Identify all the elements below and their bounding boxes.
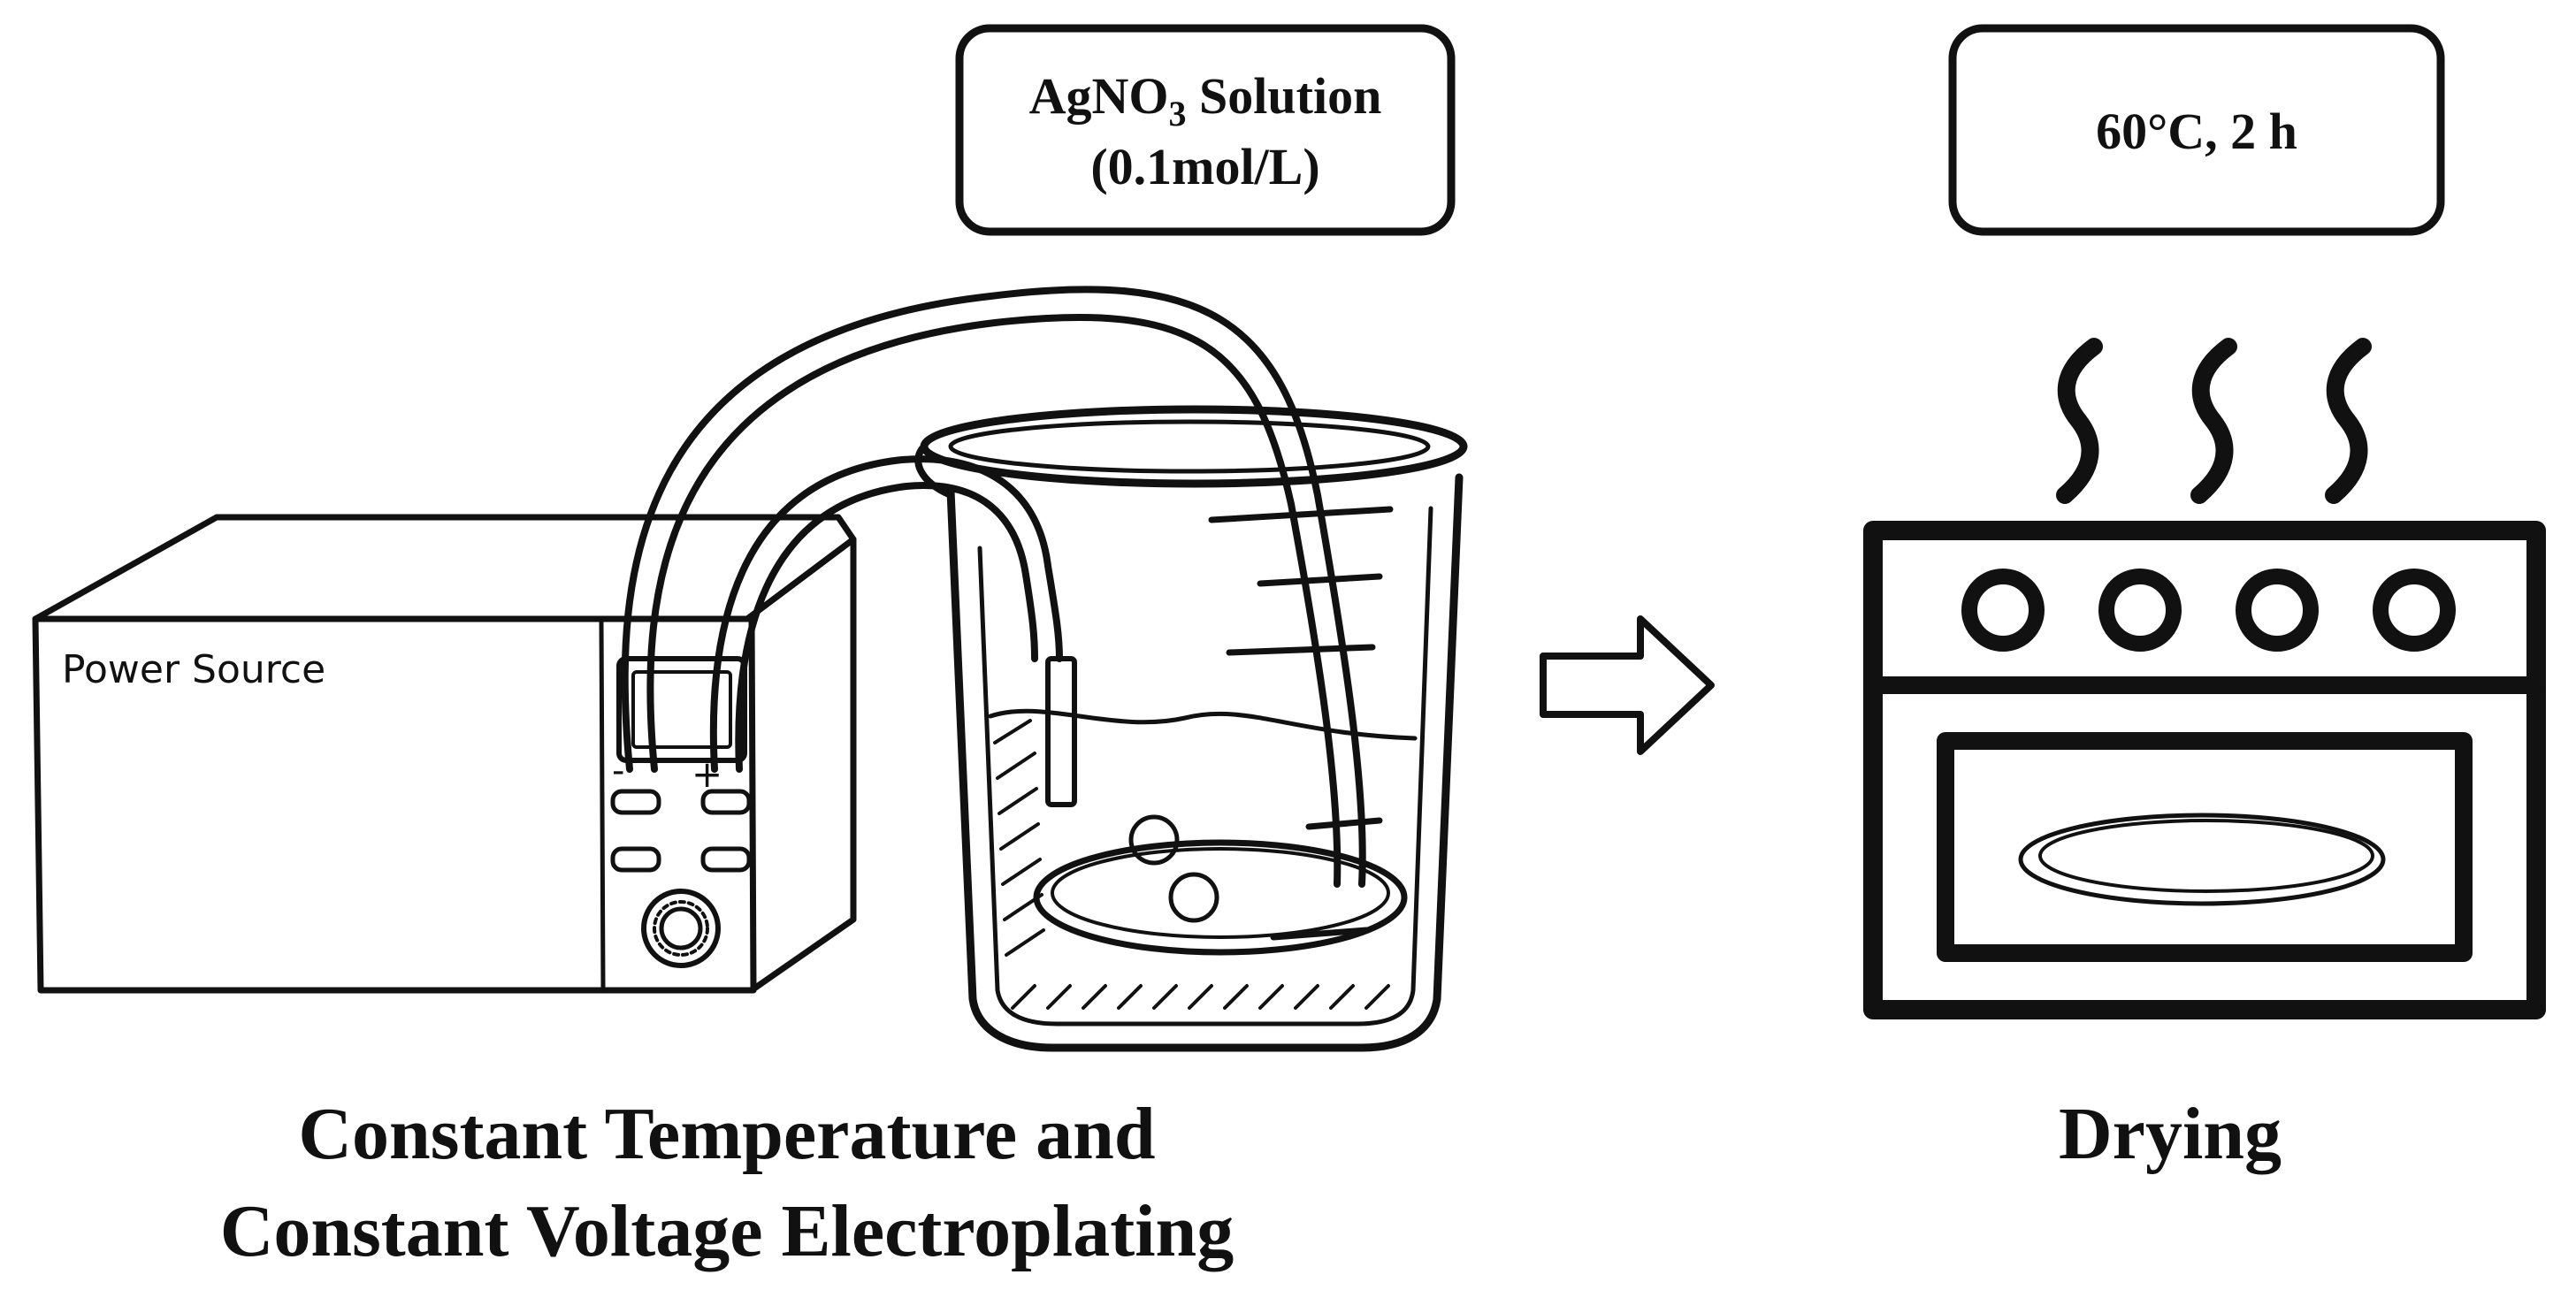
oven-knob-1 xyxy=(1961,569,2045,652)
plus-terminal-button xyxy=(700,789,752,815)
heat-waves-icon xyxy=(2056,338,2372,504)
control-button-right xyxy=(700,846,752,873)
drying-condition-label: 60°C, 2 h xyxy=(2096,103,2297,160)
power-source-display xyxy=(616,656,747,763)
electroplating-caption-line1: Constant Temperature and xyxy=(298,1093,1155,1175)
oven-knob-3 xyxy=(2236,569,2319,652)
oven-knob-4 xyxy=(2373,569,2456,652)
power-source-icon xyxy=(32,514,857,994)
control-button-left xyxy=(610,846,661,873)
minus-terminal-label: - xyxy=(612,751,624,791)
oven-sample-dish xyxy=(2018,813,2386,906)
drying-label-box xyxy=(1948,24,2445,236)
solution-label-line1: AgNO3 Solution xyxy=(1029,67,1382,134)
oven-icon xyxy=(1863,521,2546,1019)
minus-terminal-button xyxy=(610,789,661,815)
electroplating-caption-line2: Constant Voltage Electroplating xyxy=(220,1190,1234,1272)
power-source-label: Power Source xyxy=(62,647,325,692)
beaker-icon xyxy=(914,405,1468,1052)
oven-knob-2 xyxy=(2098,569,2182,652)
process-arrow-icon xyxy=(1540,615,1715,755)
solution-label-line2: (0.1mol/L) xyxy=(1090,138,1319,195)
electrode-plate xyxy=(1045,656,1077,807)
drying-caption: Drying xyxy=(2059,1093,2282,1175)
electrode-wires xyxy=(621,286,1366,888)
sample-dish xyxy=(1033,839,1408,956)
plus-terminal-label: + xyxy=(692,752,722,796)
solution-label-box xyxy=(955,24,1456,236)
power-source-knob xyxy=(641,889,721,968)
oven-window xyxy=(1937,732,2473,962)
